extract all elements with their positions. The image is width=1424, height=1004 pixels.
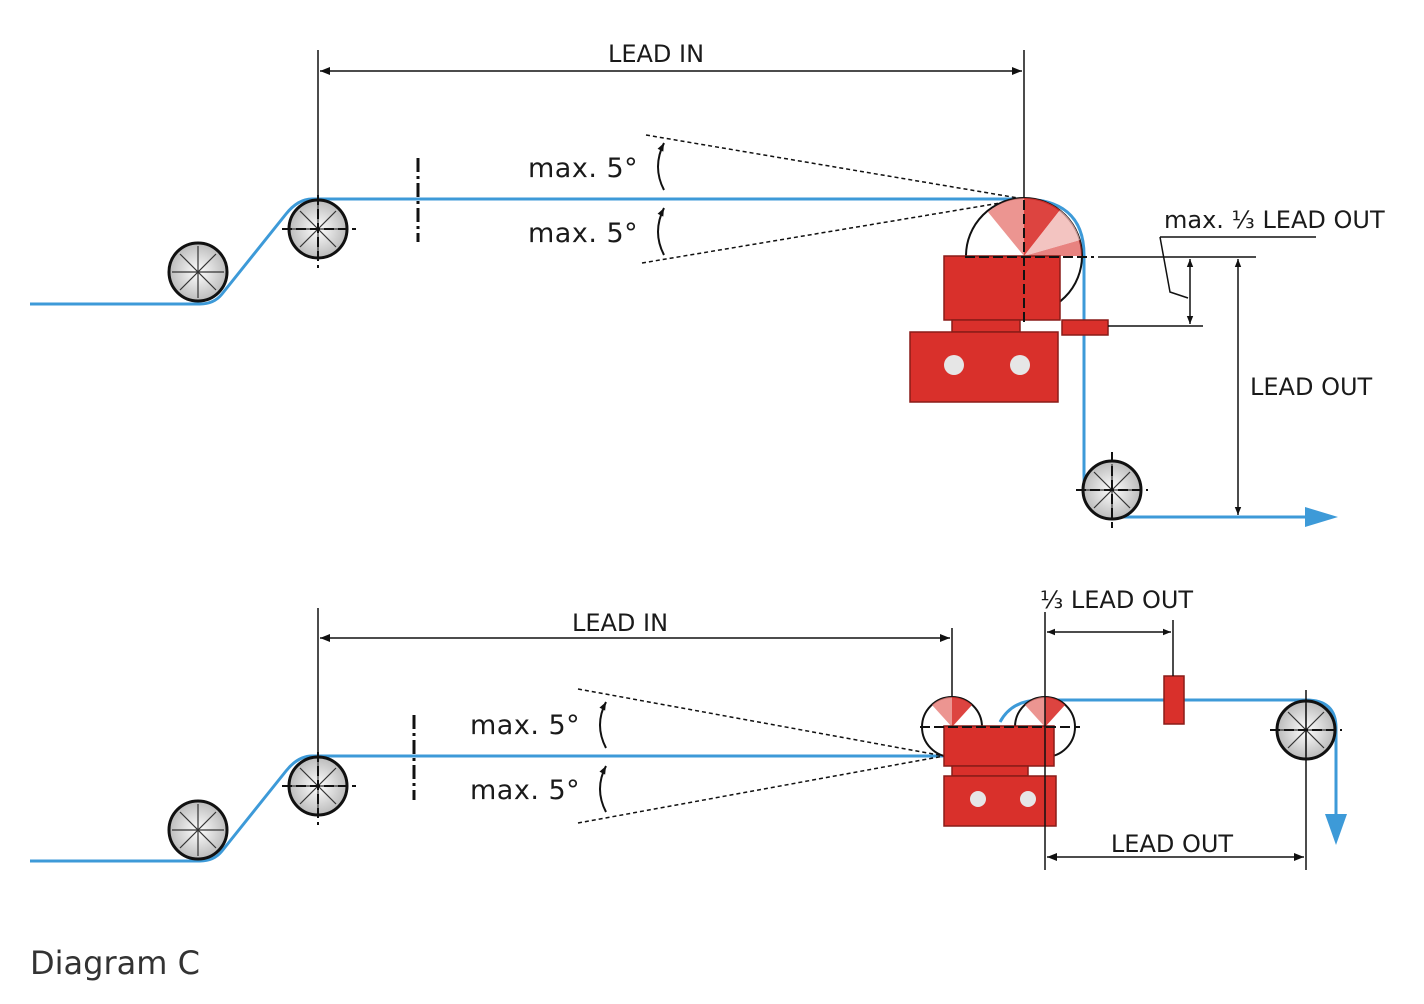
angle-arc-lower: [599, 765, 607, 813]
lead-out-label: LEAD OUT: [1111, 830, 1234, 858]
actuator-base: [943, 775, 1057, 827]
angle-line-upper: [645, 134, 1025, 200]
web-direction-arrow: [1305, 507, 1338, 527]
top-diagram: LEAD IN max. 5° max. 5°: [30, 40, 1385, 528]
angle-line-upper: [577, 688, 945, 757]
lead-out-label: LEAD OUT: [1250, 373, 1373, 401]
exit-roll: [1270, 690, 1342, 870]
edge-sensor: [1163, 675, 1185, 725]
exit-roll: [1076, 452, 1148, 528]
third-lead-out-label: ⅓ LEAD OUT: [1040, 586, 1193, 614]
bottom-diagram: LEAD IN max. 5° max. 5°: [30, 586, 1347, 870]
idler-roll-1: [167, 241, 229, 303]
diagram-caption: Diagram C: [30, 944, 200, 982]
lead-in-label: LEAD IN: [572, 609, 668, 637]
callout-leader: [1159, 236, 1316, 299]
angle-label-lower: max. 5°: [470, 775, 580, 806]
angle-arc-upper: [599, 701, 607, 749]
angle-arc-lower: [657, 207, 665, 256]
angle-arc-upper: [657, 142, 665, 191]
web-direction-arrow: [1325, 814, 1347, 845]
actuator-neck: [951, 765, 1029, 777]
actuator-base: [909, 331, 1059, 403]
actuator-neck: [951, 319, 1021, 333]
angle-label-upper: max. 5°: [470, 710, 580, 741]
mount-hole: [1010, 355, 1030, 375]
actuator-head: [943, 255, 1061, 321]
angle-label-lower: max. 5°: [528, 218, 638, 249]
mount-hole: [970, 791, 986, 807]
idler-roll-2: [282, 195, 356, 268]
idler-roll-1: [167, 799, 229, 861]
mount-hole: [944, 355, 964, 375]
max-third-lead-out-label: max. ⅓ LEAD OUT: [1164, 206, 1385, 234]
actuator-head: [943, 725, 1055, 767]
lead-in-label: LEAD IN: [608, 40, 704, 68]
angle-label-upper: max. 5°: [528, 153, 638, 184]
angle-line-lower: [577, 755, 945, 824]
edge-sensor: [1061, 319, 1109, 336]
angle-line-lower: [641, 198, 1025, 264]
idler-roll-2: [282, 752, 356, 825]
mount-hole: [1020, 791, 1036, 807]
